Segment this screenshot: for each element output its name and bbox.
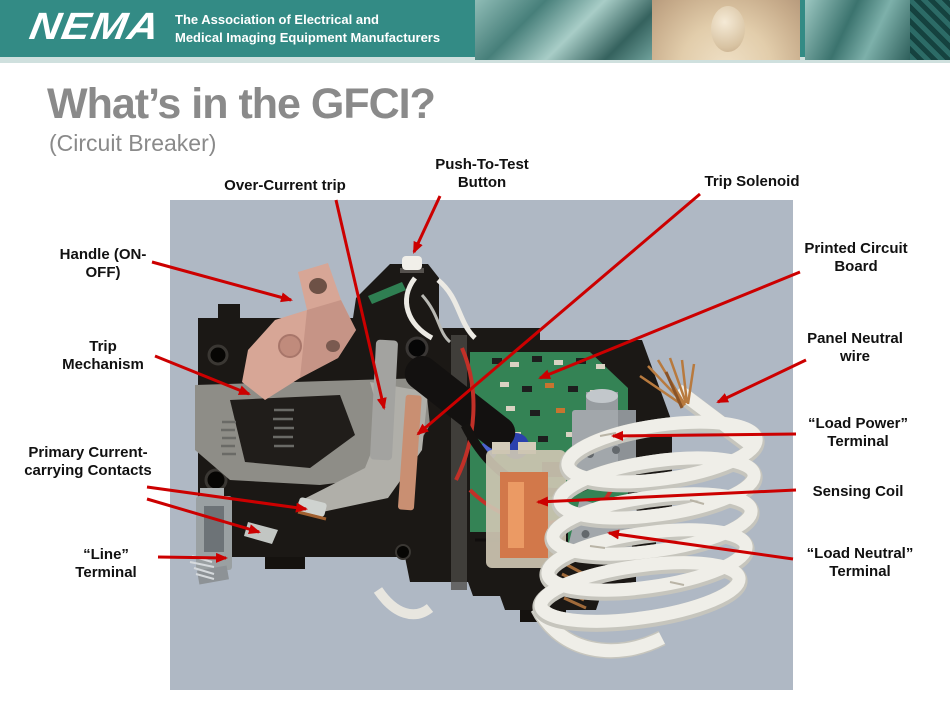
- page-title: What’s in the GFCI?: [47, 80, 436, 128]
- springs: [221, 408, 294, 456]
- header-divider: [0, 57, 950, 63]
- label-line-terminal: “Line” Terminal: [75, 546, 137, 582]
- label-over-current-trip: Over-Current trip: [224, 177, 346, 194]
- breaker-handle: [242, 263, 356, 400]
- tagline-line-1: The Association of Electrical and: [175, 12, 379, 27]
- header-tagline: The Association of Electrical and Medica…: [175, 11, 440, 46]
- label-push-to-test: Push-To-Test Button: [435, 156, 529, 192]
- nema-logo: NEMA: [26, 6, 164, 48]
- label-trip-mechanism: Trip Mechanism: [62, 338, 144, 374]
- header-photo-bulb: [652, 0, 800, 60]
- label-load-neutral-terminal: “Load Neutral” Terminal: [806, 545, 914, 581]
- label-trip-solenoid: Trip Solenoid: [704, 173, 800, 190]
- label-handle: Handle (ON-OFF): [59, 246, 147, 282]
- label-printed-circuit-board: Printed Circuit Board: [804, 240, 908, 276]
- header-pattern: [910, 0, 950, 60]
- label-primary-contacts: Primary Current-carrying Contacts: [24, 444, 152, 480]
- label-load-power-terminal: “Load Power” Terminal: [807, 415, 908, 451]
- white-wire-bottom-left: [373, 587, 434, 620]
- header-photo-lab: [475, 0, 652, 60]
- label-panel-neutral-wire: Panel Neutral wire: [807, 330, 903, 366]
- tagline-line-2: Medical Imaging Equipment Manufacturers: [175, 29, 441, 45]
- gfci-photo: [170, 200, 793, 690]
- solenoid-plunger-strip: [398, 394, 422, 511]
- push-to-test-button-art: [400, 256, 424, 273]
- header-photo-circuit: [805, 0, 910, 60]
- label-sensing-coil: Sensing Coil: [812, 483, 904, 500]
- page-subtitle: (Circuit Breaker): [49, 130, 217, 156]
